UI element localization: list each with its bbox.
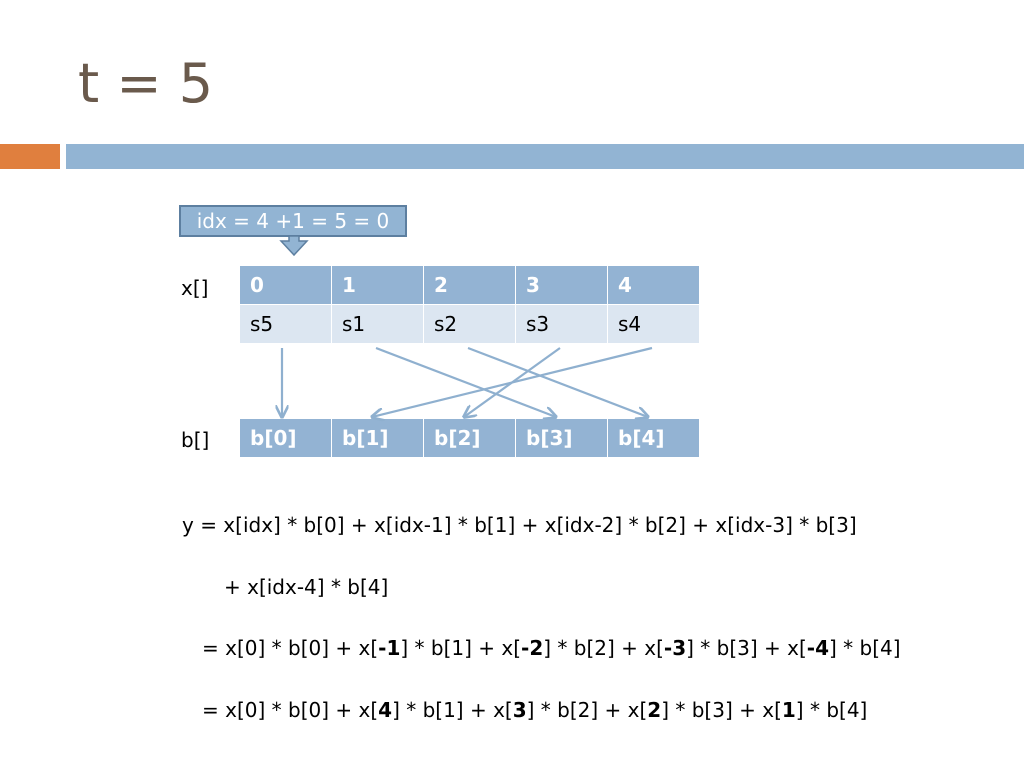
equation-text: ] * b[1] + x[ [392, 698, 513, 722]
mapping-arrow [372, 346, 653, 417]
b-coefficient-cell: b[2] [424, 419, 516, 458]
mapping-arrow [375, 346, 556, 417]
equation-bold-term: -1 [378, 636, 401, 660]
equation-text: ] * b[2] + x[ [526, 698, 648, 722]
b-row-label: b[] [181, 428, 210, 452]
equation-text: y = x[idx] * b[0] + x[idx-1] * b[1] + x[… [182, 513, 857, 537]
x-index-cell: 0 [240, 266, 332, 305]
equation-line: = x[0] * b[0] + x[4] * b[1] + x[3] * b[2… [202, 697, 867, 723]
equation-bold-term: 2 [647, 698, 662, 722]
mapping-arrow [464, 347, 561, 417]
callout-pointer-shape [279, 235, 309, 257]
accent-band-blue [66, 144, 1024, 169]
equation-text: ] * b[4] [795, 698, 868, 722]
b-coefficient-cell: b[1] [332, 419, 424, 458]
equation-line: = x[0] * b[0] + x[-1] * b[1] + x[-2] * b… [202, 635, 901, 661]
x-index-cell: 1 [332, 266, 424, 305]
x-value-cell: s3 [516, 305, 608, 344]
equation-bold-term: 1 [781, 698, 796, 722]
equation-text: = x[0] * b[0] + x[ [202, 636, 379, 660]
b-coefficient-cell: b[3] [516, 419, 608, 458]
equation-bold-term: 4 [378, 698, 393, 722]
equation-text: + x[idx-4] * b[4] [224, 575, 389, 599]
equation-bold-term: -2 [521, 636, 544, 660]
x-row-label: x[] [181, 276, 209, 300]
equation-text: ] * b[2] + x[ [543, 636, 664, 660]
b-coefficient-cell: b[0] [240, 419, 332, 458]
x-index-cell: 3 [516, 266, 608, 305]
idx-callout: idx = 4 +1 = 5 = 0 [179, 205, 407, 237]
equation-text: = x[0] * b[0] + x[ [202, 698, 379, 722]
equation-text: ] * b[3] + x[ [661, 698, 782, 722]
x-value-cell: s2 [424, 305, 516, 344]
accent-band-orange [0, 144, 60, 169]
slide-title: t = 5 [78, 52, 214, 115]
b-coefficient-cell: b[4] [608, 419, 700, 458]
equation-text: ] * b[3] + x[ [686, 636, 807, 660]
equation-line: + x[idx-4] * b[4] [224, 574, 388, 600]
equation-text: ] * b[1] + x[ [400, 636, 522, 660]
x-index-cell: 4 [608, 266, 700, 305]
mapping-arrow [467, 346, 648, 417]
x-value-cell: s1 [332, 305, 424, 344]
equation-bold-term: 3 [512, 698, 527, 722]
equation-bold-term: -4 [806, 636, 829, 660]
x-index-cell: 2 [424, 266, 516, 305]
equation-bold-term: -3 [663, 636, 687, 660]
equation-line: y = x[idx] * b[0] + x[idx-1] * b[1] + x[… [182, 512, 857, 538]
equation-text: ] * b[4] [828, 636, 901, 660]
x-value-cell: s4 [608, 305, 700, 344]
x-value-cell: s5 [240, 305, 332, 344]
